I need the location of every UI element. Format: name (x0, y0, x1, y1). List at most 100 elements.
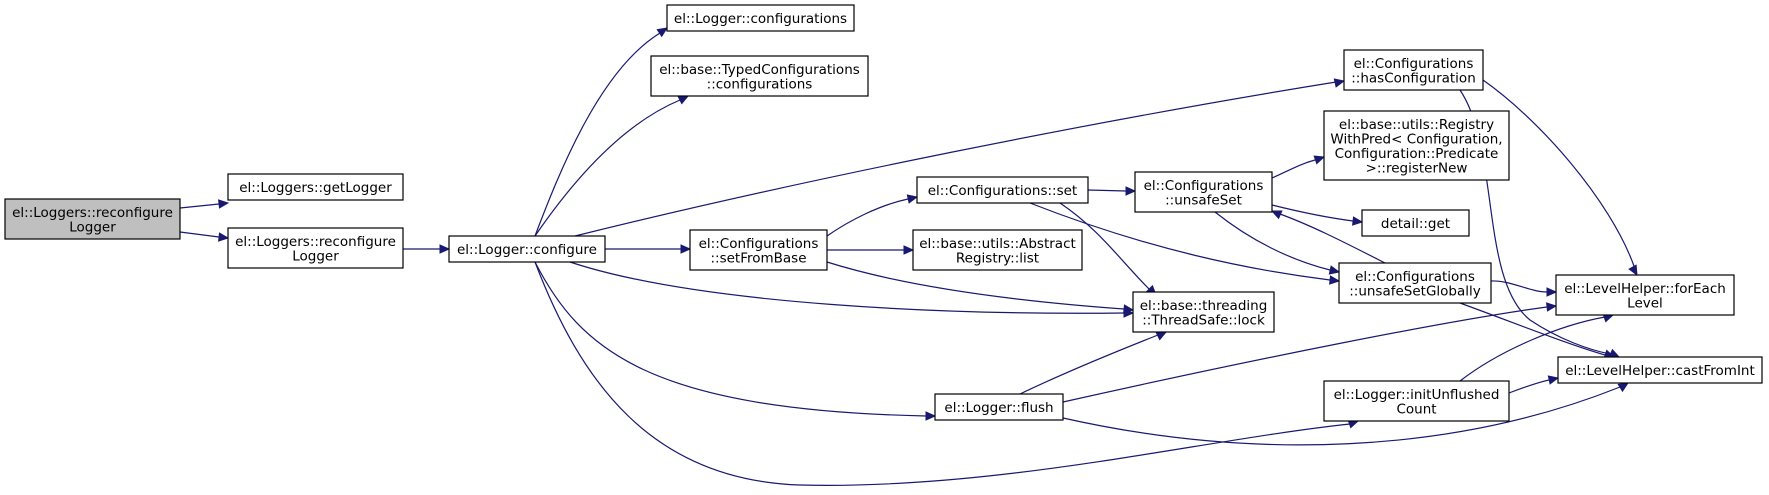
node-box (1343, 49, 1484, 91)
node-box (1134, 171, 1273, 213)
edge-arrowhead (1547, 375, 1560, 385)
edge-line (1482, 79, 1635, 267)
node-lock[interactable]: el::base::threading::ThreadSafe::lock (1132, 291, 1275, 333)
edges-layer (179, 27, 1638, 486)
edge-line (1087, 189, 1127, 192)
node-label-line: >::registerNew (1366, 160, 1468, 176)
node-label-line: ::setFromBase (710, 250, 806, 266)
node-label-line: el::base::threading (1140, 298, 1268, 314)
edge-hasConf-to-forEach (1482, 79, 1638, 277)
edge-line (1062, 386, 1621, 446)
node-box (227, 173, 404, 201)
node-label-line: WithPred< Configuration, (1330, 131, 1502, 147)
edge-arrowhead (906, 194, 919, 204)
edge-arrowhead (903, 245, 915, 255)
node-label-line: el::base::TypedConfigurations (659, 62, 860, 78)
edge-line (574, 81, 1337, 237)
edge-configure-to-loggerConfigs (534, 27, 669, 237)
edge-arrowhead (1333, 78, 1346, 88)
edge-flush-to-forEach (1062, 302, 1558, 403)
edge-setFromBase-to-lock (826, 261, 1135, 314)
node-box (227, 227, 404, 269)
edge-line (1059, 202, 1151, 291)
edge-arrowhead (439, 244, 451, 254)
edge-line (826, 198, 909, 237)
node-label-line: ::unsafeSetGlobally (1349, 283, 1481, 299)
node-setFromBase[interactable]: el::Configurations::setFromBase (689, 229, 828, 271)
node-label-line: el::Loggers::reconfigure (12, 205, 173, 221)
edge-arrowhead (1329, 275, 1341, 285)
node-typedConfigs[interactable]: el::base::TypedConfigurations::configura… (650, 55, 869, 97)
node-label-line: el::Configurations (1355, 269, 1475, 285)
node-label-line: Logger (69, 219, 116, 235)
edge-unsafeGlobal-to-forEach (1490, 280, 1558, 297)
edge-arrowhead (680, 244, 692, 254)
node-label-line: Logger (292, 248, 339, 264)
node-label-line: Level (1627, 295, 1663, 311)
node-getLogger[interactable]: el::Loggers::getLogger (227, 173, 404, 201)
edge-confSet-to-unsafeGlobal (1029, 202, 1341, 285)
edge-line (534, 99, 681, 237)
node-box (666, 4, 855, 32)
edge-arrowhead (1546, 302, 1558, 312)
edge-confSet-to-unsafeSet (1087, 186, 1137, 196)
edge-arrowhead (925, 411, 937, 421)
node-label-line: el::Logger::configure (457, 242, 597, 258)
edge-arrowhead (1608, 348, 1621, 358)
edge-line (1279, 213, 1386, 264)
node-label-line: el::Logger::flush (944, 400, 1053, 416)
node-label-line: el::Loggers::getLogger (239, 180, 392, 196)
edge-flush-to-castFromInt (1062, 382, 1630, 446)
edge-unsafeSet-to-unsafeGlobal (1214, 211, 1341, 275)
edge-arrowhead (1313, 155, 1326, 165)
nodes-layer: el::Loggers::reconfigureLoggerel::Logger… (4, 4, 1763, 422)
edge-unsafeSet-to-regNew (1271, 155, 1326, 179)
edge-line (534, 261, 1351, 486)
node-confSet[interactable]: el::Configurations::set (916, 176, 1089, 204)
edge-line (1062, 306, 1548, 403)
node-detailGet[interactable]: detail::get (1361, 209, 1470, 237)
edge-arrowhead (1328, 265, 1341, 275)
node-label-line: ::hasConfiguration (1351, 70, 1476, 86)
node-label-line: el::LevelHelper::castFromInt (1565, 363, 1755, 379)
node-box (650, 55, 869, 97)
edge-arrowhead (1155, 331, 1168, 341)
node-unsafeGlobal[interactable]: el::Configurations::unsafeSetGlobally (1338, 262, 1492, 304)
node-box (916, 176, 1089, 204)
node-loggerConfigs[interactable]: el::Logger::configurations (666, 4, 855, 32)
edge-line (1271, 204, 1354, 222)
edge-line (1019, 334, 1159, 395)
edge-line (1490, 280, 1548, 293)
edge-line (1029, 202, 1331, 281)
edge-setFromBase-to-confSet (826, 194, 919, 237)
node-box (934, 393, 1064, 421)
node-unsafeSet[interactable]: el::Configurations::unsafeSet (1134, 171, 1273, 213)
edge-arrowhead (218, 232, 230, 242)
node-configure[interactable]: el::Logger::configure (448, 235, 606, 263)
node-label-line: el::Logger::configurations (674, 11, 847, 27)
node-castFromInt[interactable]: el::LevelHelper::castFromInt (1557, 356, 1763, 384)
edge-configure-to-typedConfigs (534, 95, 690, 237)
edge-line (1459, 302, 1606, 356)
node-hasConf[interactable]: el::Configurations::hasConfiguration (1343, 49, 1484, 91)
edge-unsafeGlobal-to-unsafeSet (1270, 210, 1386, 264)
edge-root-to-reconfLogger (179, 231, 230, 242)
node-flush[interactable]: el::Logger::flush (934, 393, 1064, 421)
edge-arrowhead (677, 95, 690, 105)
node-label-line: ::ThreadSafe::lock (1142, 312, 1265, 328)
node-label-line: el::Loggers::reconfigure (235, 234, 396, 250)
node-box (1132, 291, 1275, 333)
node-label-line: el::base::utils::Registry (1339, 117, 1494, 133)
edge-line (826, 261, 1125, 310)
edge-root-to-getLogger (179, 199, 230, 209)
edge-arrowhead (656, 27, 669, 38)
edge-configure-to-hasConf (574, 78, 1346, 237)
node-label-line: Count (1396, 401, 1436, 417)
